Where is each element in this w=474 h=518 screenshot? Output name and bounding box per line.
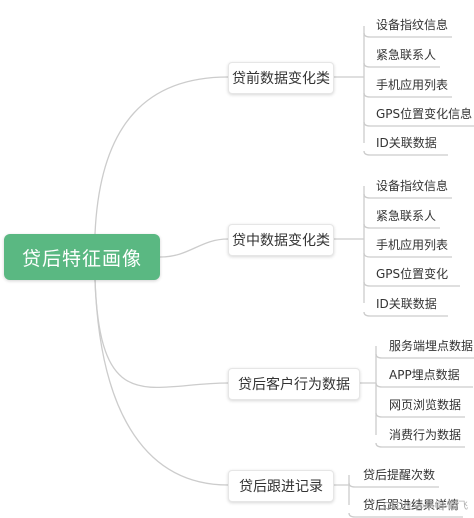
leaf-node[interactable]: 手机应用列表	[376, 78, 449, 92]
leaf-node[interactable]: GPS位置变化信息	[376, 107, 473, 121]
leaf-underline	[363, 311, 448, 317]
leaf-node[interactable]: 网页浏览数据	[389, 398, 462, 412]
leaf-node[interactable]: ID关联数据	[376, 136, 437, 150]
leaf-node[interactable]: ID关联数据	[376, 297, 437, 311]
branch-node-3[interactable]: 贷后客户行为数据	[228, 368, 360, 400]
leaf-underline	[363, 193, 452, 199]
leaf-node[interactable]: GPS位置变化	[376, 267, 449, 281]
leaf-underline	[375, 442, 465, 448]
leaf-node[interactable]: 手机应用列表	[376, 238, 449, 252]
branch-node-4[interactable]: 贷后跟进记录	[228, 470, 334, 502]
leaf-underline	[363, 150, 448, 156]
root-to-branch-line-2	[159, 238, 229, 258]
root-to-branch-line-3	[94, 279, 229, 389]
leaf-node[interactable]: APP埋点数据	[389, 368, 460, 382]
leaf-underline	[363, 223, 440, 229]
leaf-node[interactable]: 消费行为数据	[389, 428, 462, 442]
leaf-node[interactable]: 紧急联系人	[376, 209, 437, 223]
leaf-node[interactable]: 服务端埋点数据	[389, 339, 474, 353]
branch-label: 贷中数据变化类	[232, 233, 330, 249]
leaf-underline	[375, 353, 474, 359]
leaf-underline	[363, 62, 440, 68]
leaf-node[interactable]: 紧急联系人	[376, 48, 437, 62]
branch-label: 贷后跟进记录	[239, 479, 323, 495]
leaf-node[interactable]: 设备指纹信息	[376, 179, 449, 193]
leaf-underline	[363, 252, 452, 258]
leaf-node[interactable]: 设备指纹信息	[376, 18, 449, 32]
root-to-branch-line-4	[94, 279, 229, 486]
branch-node-2[interactable]: 贷中数据变化类	[228, 224, 334, 256]
root-label: 贷后特征画像	[21, 247, 142, 270]
leaf-underline	[375, 382, 473, 388]
leaf-underline	[363, 121, 474, 127]
leaf-underline	[363, 92, 452, 98]
branch-label: 贷前数据变化类	[232, 71, 330, 87]
leaf-underline	[348, 482, 439, 488]
leaf-underline	[363, 281, 460, 287]
leaf-node[interactable]: 贷后提醒次数	[363, 468, 436, 482]
root-to-branch-line-1	[94, 76, 229, 235]
leaf-underline	[375, 412, 465, 418]
leaf-underline	[348, 512, 463, 518]
root-node[interactable]: 贷后特征画像	[4, 234, 160, 280]
watermark: CSDN @草帽-路飞	[382, 501, 468, 512]
leaf-underline	[363, 32, 452, 38]
branch-label: 贷后客户行为数据	[238, 377, 350, 393]
branch-node-1[interactable]: 贷前数据变化类	[228, 62, 334, 94]
leaf-node[interactable]: 贷后跟进结果详情	[363, 498, 460, 512]
